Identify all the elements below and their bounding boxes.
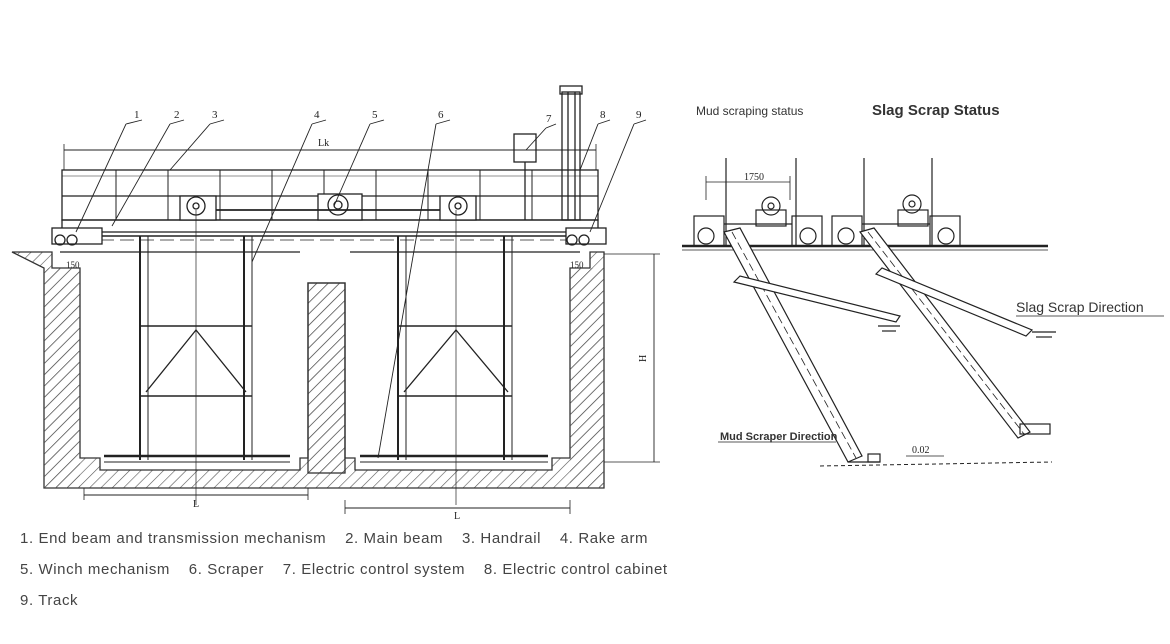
dimension-1750: 1750 [744,172,764,183]
dimension-l-right: L [454,511,460,520]
slag-scrap-direction-label: Slag Scrap Direction [1016,299,1144,315]
status-labels: Mud scraping status Slag Scrap Status Sl… [696,102,1144,456]
legend-item-main-beam: 2. Main beam [345,530,444,547]
legend-item-control-cabinet: 8. Electric control cabinet [483,561,668,578]
slag-scrap-status-label: Slag Scrap Status [872,102,1000,119]
legend-row: 1. End beam and transmission mechanism 2… [20,530,662,547]
legend-item-scraper: 6. Scraper [188,561,264,578]
dimension-150-left: 150 [66,260,80,270]
legend-item-winch: 5. Winch mechanism [20,561,171,578]
legend-item-rake-arm: 4. Rake arm [559,530,649,547]
callout-9: 9 [636,109,642,121]
engineering-drawing: 1 2 3 4 5 6 7 8 9 Lk L L H 150 150 [11,85,1164,520]
dimension-lk: Lk [318,138,329,149]
dimension-l-left: L [193,499,199,510]
legend-row: 9. Track [20,592,92,609]
callout-4: 4 [314,109,320,121]
callout-8: 8 [600,109,606,121]
dimension-150-right: 150 [570,260,584,270]
callout-3: 3 [212,109,218,121]
callout-labels: 1 2 3 4 5 6 7 8 9 [134,109,642,125]
tank-walls [11,251,605,489]
callout-2: 2 [174,109,180,121]
mud-scraping-status-label: Mud scraping status [696,104,803,118]
callout-6: 6 [438,109,444,121]
legend-item-control-system: 7. Electric control system [282,561,466,578]
status-views [682,158,1164,467]
legend-item-end-beam: 1. End beam and transmission mechanism [20,530,327,547]
legend-item-track: 9. Track [20,592,79,609]
legend-item-handrail: 3. Handrail [461,530,542,547]
dimension-labels: Lk L L H 150 150 [66,138,649,520]
slope-label: 0.02 [912,445,930,456]
elevation-view [11,85,660,514]
dimension-h: H [638,355,649,362]
mud-scraper-direction-label: Mud Scraper Direction [720,431,838,443]
callout-5: 5 [372,109,378,121]
legend-row: 5. Winch mechanism 6. Scraper 7. Electri… [20,561,682,578]
callout-7: 7 [546,113,552,125]
callout-1: 1 [134,109,140,121]
